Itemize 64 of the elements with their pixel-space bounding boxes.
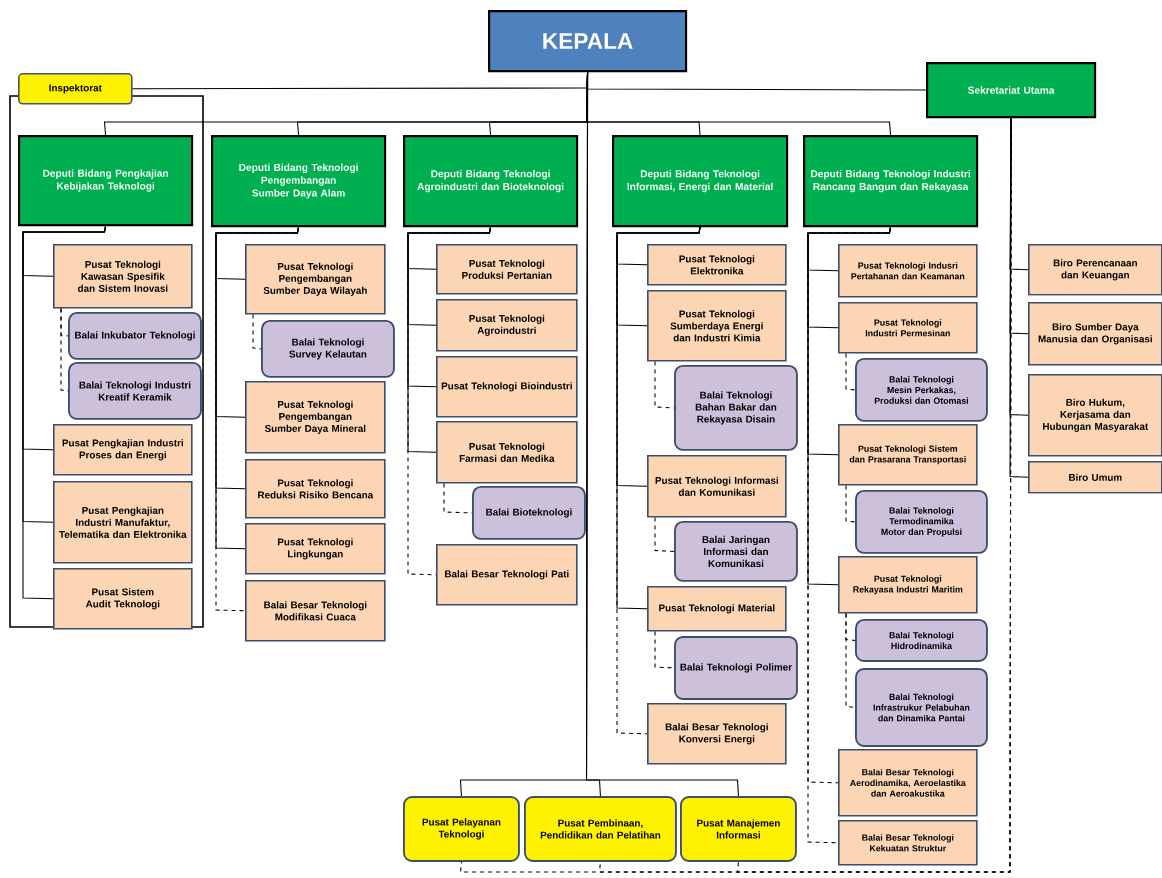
unit-box: Pusat Pengkajian Industri Manufaktur, Telematika dan Elektronika <box>53 481 193 564</box>
office-box: Balai Teknologi Bahan Bakar dan Rekayasa Disain <box>674 365 798 451</box>
center-box: Pusat Pembinaan, Pendidikan dan Pelatihan <box>524 796 677 862</box>
unit-box: Pusat Teknologi Produksi Pertanian <box>436 244 578 295</box>
unit-box: Pusat Teknologi Elektronika <box>647 244 787 286</box>
connector-line <box>215 226 300 612</box>
connector-line <box>845 353 856 391</box>
unit-box: Pusat Pengkajian Industri Proses dan Energi <box>53 424 193 476</box>
office-box: Balai Inkubator Teknologi <box>68 312 202 360</box>
office-box: Balai Teknologi Hidrodinamika <box>855 619 988 662</box>
deputy-box: Deputi Bidang Pengkajian Kebijakan Teknologi <box>18 135 194 227</box>
unit-box: Balai Besar Teknologi Konversi Energi <box>647 703 787 765</box>
connector-line <box>443 483 473 514</box>
inspectorate-box: Inspektorat <box>18 73 133 105</box>
connector-line <box>60 308 69 392</box>
connector-line <box>654 361 675 409</box>
unit-box: Balai Besar Teknologi Kekuatan Struktur <box>838 820 978 866</box>
connector-line <box>654 631 675 669</box>
unit-box: Pusat Teknologi Kawasan Spesifik dan Sistem Inovasi <box>53 244 193 309</box>
unit-box: Biro Sumber Daya Manusia dan Organisasi <box>1028 302 1162 366</box>
unit-box: Pusat Teknologi Industri Permesinan <box>838 302 978 354</box>
unit-box: Biro Hukum, Kerjasama dan Hubungan Masyarakat <box>1028 374 1162 457</box>
office-box: Balai Teknologi Mesin Perkakas, Produksi dan Otomasi <box>855 358 988 422</box>
office-box: Balai Bioteknologi <box>472 486 586 540</box>
connector-line <box>407 226 492 576</box>
deputy-box: Deputi Bidang Teknologi Agroindustri dan Bioteknologi <box>403 135 579 228</box>
unit-box: Pusat Teknologi Reduksi Risiko Bencana <box>245 459 386 519</box>
office-box: Balai Jaringan Informasi dan Komunikasi <box>674 521 798 582</box>
office-box: Balai Teknologi Termodinamika Motor dan Propulsi <box>855 490 988 554</box>
unit-box: Balai Besar Teknologi Aerodinamika, Aeroelastika dan Aeroakustika <box>838 749 978 817</box>
deputy-box: Deputi Bidang Teknologi Pengembangan Sumber Daya Alam <box>211 135 387 228</box>
office-box: Balai Teknologi Infrastrukur Pelabuhan dan Dinamika Pantai <box>855 668 988 747</box>
unit-box: Pusat Sistem Audit Teknologi <box>53 568 193 630</box>
unit-box: Pusat Teknologi Material <box>647 586 787 632</box>
unit-box: Pusat Teknologi Sistem dan Prasarana Transportasi <box>838 424 978 486</box>
deputy-box: Deputi Bidang Teknologi Industri Rancang Bangun dan Rekayasa <box>803 135 979 228</box>
connector-line <box>22 225 107 600</box>
unit-box: Balai Besar Teknologi Pati <box>436 544 578 606</box>
unit-box: Pusat Teknologi Sumberdaya Energi dan Industri Kimia <box>647 290 787 362</box>
connector-line <box>654 517 675 552</box>
unit-box: Biro Umum <box>1028 461 1162 494</box>
connector-line <box>736 117 1012 873</box>
center-box: Pusat Manajemen Informasi <box>680 796 797 862</box>
unit-box: Biro Perencanaan dan Keuangan <box>1028 244 1162 296</box>
unit-box: Pusat Teknologi Pengembangan Sumber Daya Wilayah <box>245 244 386 315</box>
unit-box: Pusat Teknologi Farmasi dan Medika <box>436 421 578 484</box>
deputy-box: Sekretariat Utama <box>926 62 1097 119</box>
unit-box: Balai Besar Teknologi Modifikasi Cuaca <box>245 580 386 642</box>
office-box: Balai Teknologi Polimer <box>674 636 798 700</box>
unit-box: Pusat Teknologi Indusri Pertahanan dan Keamanan <box>838 244 978 298</box>
unit-box: Pusat Teknologi Rekayasa Industri Maritim <box>838 556 978 614</box>
deputy-box: Deputi Bidang Teknologi Informasi, Energi dan Material <box>612 135 789 228</box>
unit-box: Pusat Teknologi Pengembangan Sumber Daya Mineral <box>245 381 386 454</box>
unit-box: Pusat Teknologi Lingkungan <box>245 523 386 575</box>
connector-line <box>585 71 739 797</box>
connector-line <box>616 226 701 735</box>
unit-box: Pusat Teknologi Agroindustri <box>436 299 578 352</box>
unit-box: Pusat Teknologi Bioindustri <box>436 356 578 418</box>
unit-box: Pusat Teknologi Informasi dan Komunikasi <box>647 455 787 518</box>
head-box: KEPALA <box>488 10 688 73</box>
center-box: Pusat Pelayanan Teknologi <box>403 796 520 862</box>
office-box: Balai Teknologi Industri Kreatif Keramik <box>68 362 202 420</box>
connector-line <box>845 485 856 523</box>
office-box: Balai Teknologi Survey Kelautan <box>261 320 395 378</box>
